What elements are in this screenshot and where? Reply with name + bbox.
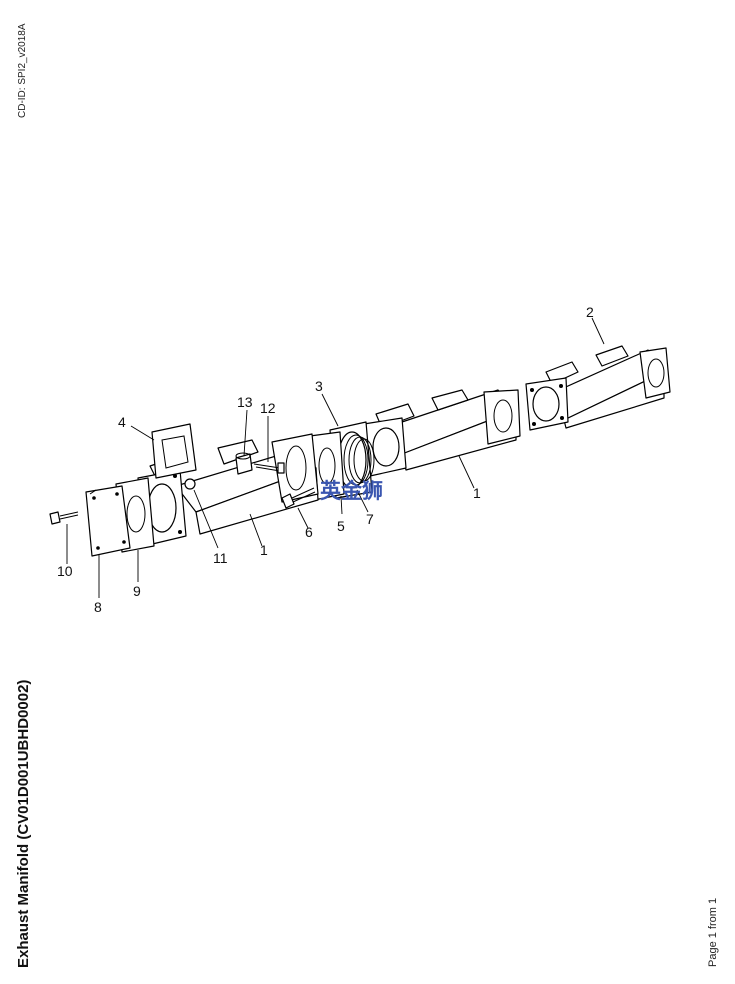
bolt-6 (281, 487, 316, 509)
callout-9: 9 (133, 583, 141, 599)
callout-4: 4 (118, 414, 126, 430)
callout-7: 7 (366, 511, 374, 527)
pipe-section-middle (363, 389, 521, 477)
callout-11: 11 (213, 550, 228, 566)
callout-1-right: 1 (473, 485, 481, 501)
callout-5: 5 (337, 518, 345, 534)
watermark-text: 英金狮 (320, 479, 383, 503)
callout-10: 10 (57, 563, 73, 579)
bellows-joint (309, 421, 375, 501)
gasket-port (151, 423, 197, 479)
leader-lines (66, 317, 605, 598)
pipe-section-right (525, 345, 671, 431)
callout-8: 8 (94, 599, 102, 615)
callout-1-left: 1 (260, 542, 268, 558)
cover-plate (85, 485, 131, 557)
nut-11 (184, 478, 196, 490)
callout-2: 2 (586, 304, 594, 320)
spacer-and-bolt (235, 452, 285, 475)
pipe-section-left (137, 433, 319, 547)
callout-12: 12 (260, 400, 276, 416)
bolt-10 (49, 511, 79, 525)
callout-6: 6 (305, 524, 313, 540)
callout-13: 13 (237, 394, 253, 410)
callout-3: 3 (315, 378, 323, 394)
